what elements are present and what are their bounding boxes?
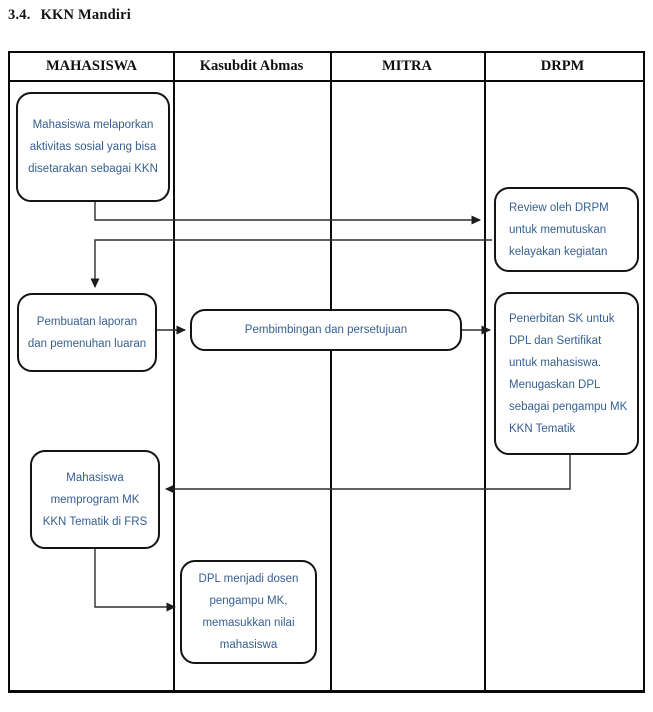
lane-header-drpm: DRPM bbox=[540, 58, 585, 74]
flow-node-sk-issuance-label: Penerbitan SK untuk DPL dan Sertifikat u… bbox=[509, 312, 628, 435]
section-title: 3.4. KKN Mandiri bbox=[8, 7, 131, 24]
section-number: 3.4. bbox=[8, 7, 31, 23]
header-divider-line bbox=[10, 80, 643, 82]
section-title-text: KKN Mandiri bbox=[40, 7, 131, 23]
lane-header-row: MAHASISWA Kasubdit Abmas MITRA DRPM bbox=[10, 53, 643, 80]
flow-node-report-output-label: Pembuatan laporan dan pemenuhan luaran bbox=[27, 315, 147, 350]
lane-divider-3 bbox=[484, 53, 486, 690]
flow-node-drpm-review-label: Review oleh DRPM untuk memutuskan kelaya… bbox=[509, 201, 609, 258]
flow-node-drpm-review: Review oleh DRPM untuk memutuskan kelaya… bbox=[494, 187, 639, 272]
swimlane-table: MAHASISWA Kasubdit Abmas MITRA DRPM Maha… bbox=[8, 51, 645, 693]
flow-node-frs-enroll-label: Mahasiswa memprogram MK KKN Tematik di F… bbox=[42, 471, 148, 528]
flow-node-report-activity: Mahasiswa melaporkan aktivitas sosial ya… bbox=[16, 92, 170, 202]
flow-node-mentoring-approval: Pembimbingan dan persetujuan bbox=[190, 309, 462, 351]
flow-node-dpl-grading-label: DPL menjadi dosen pengampu MK, memasukka… bbox=[198, 573, 299, 651]
lane-header-kasubdit-abmas: Kasubdit Abmas bbox=[199, 58, 304, 74]
lane-divider-2 bbox=[330, 53, 332, 690]
lane-header-mahasiswa: MAHASISWA bbox=[45, 58, 138, 74]
arrow-frs-to-dpl bbox=[94, 549, 176, 612]
flow-node-sk-issuance: Penerbitan SK untuk DPL dan Sertifikat u… bbox=[494, 292, 639, 455]
flow-node-report-output: Pembuatan laporan dan pemenuhan luaran bbox=[17, 293, 157, 372]
flow-node-mentoring-approval-label: Pembimbingan dan persetujuan bbox=[244, 324, 408, 336]
flow-node-dpl-grading: DPL menjadi dosen pengampu MK, memasukka… bbox=[180, 560, 317, 664]
lane-divider-1 bbox=[173, 53, 175, 690]
lane-header-mitra: MITRA bbox=[382, 58, 432, 74]
flow-node-report-activity-label: Mahasiswa melaporkan aktivitas sosial ya… bbox=[28, 119, 158, 175]
arrow-review-to-laporan bbox=[90, 239, 492, 288]
arrow-report-to-review bbox=[94, 202, 481, 225]
arrow-sk-to-frs bbox=[165, 455, 571, 494]
flow-node-frs-enroll: Mahasiswa memprogram MK KKN Tematik di F… bbox=[30, 450, 160, 549]
